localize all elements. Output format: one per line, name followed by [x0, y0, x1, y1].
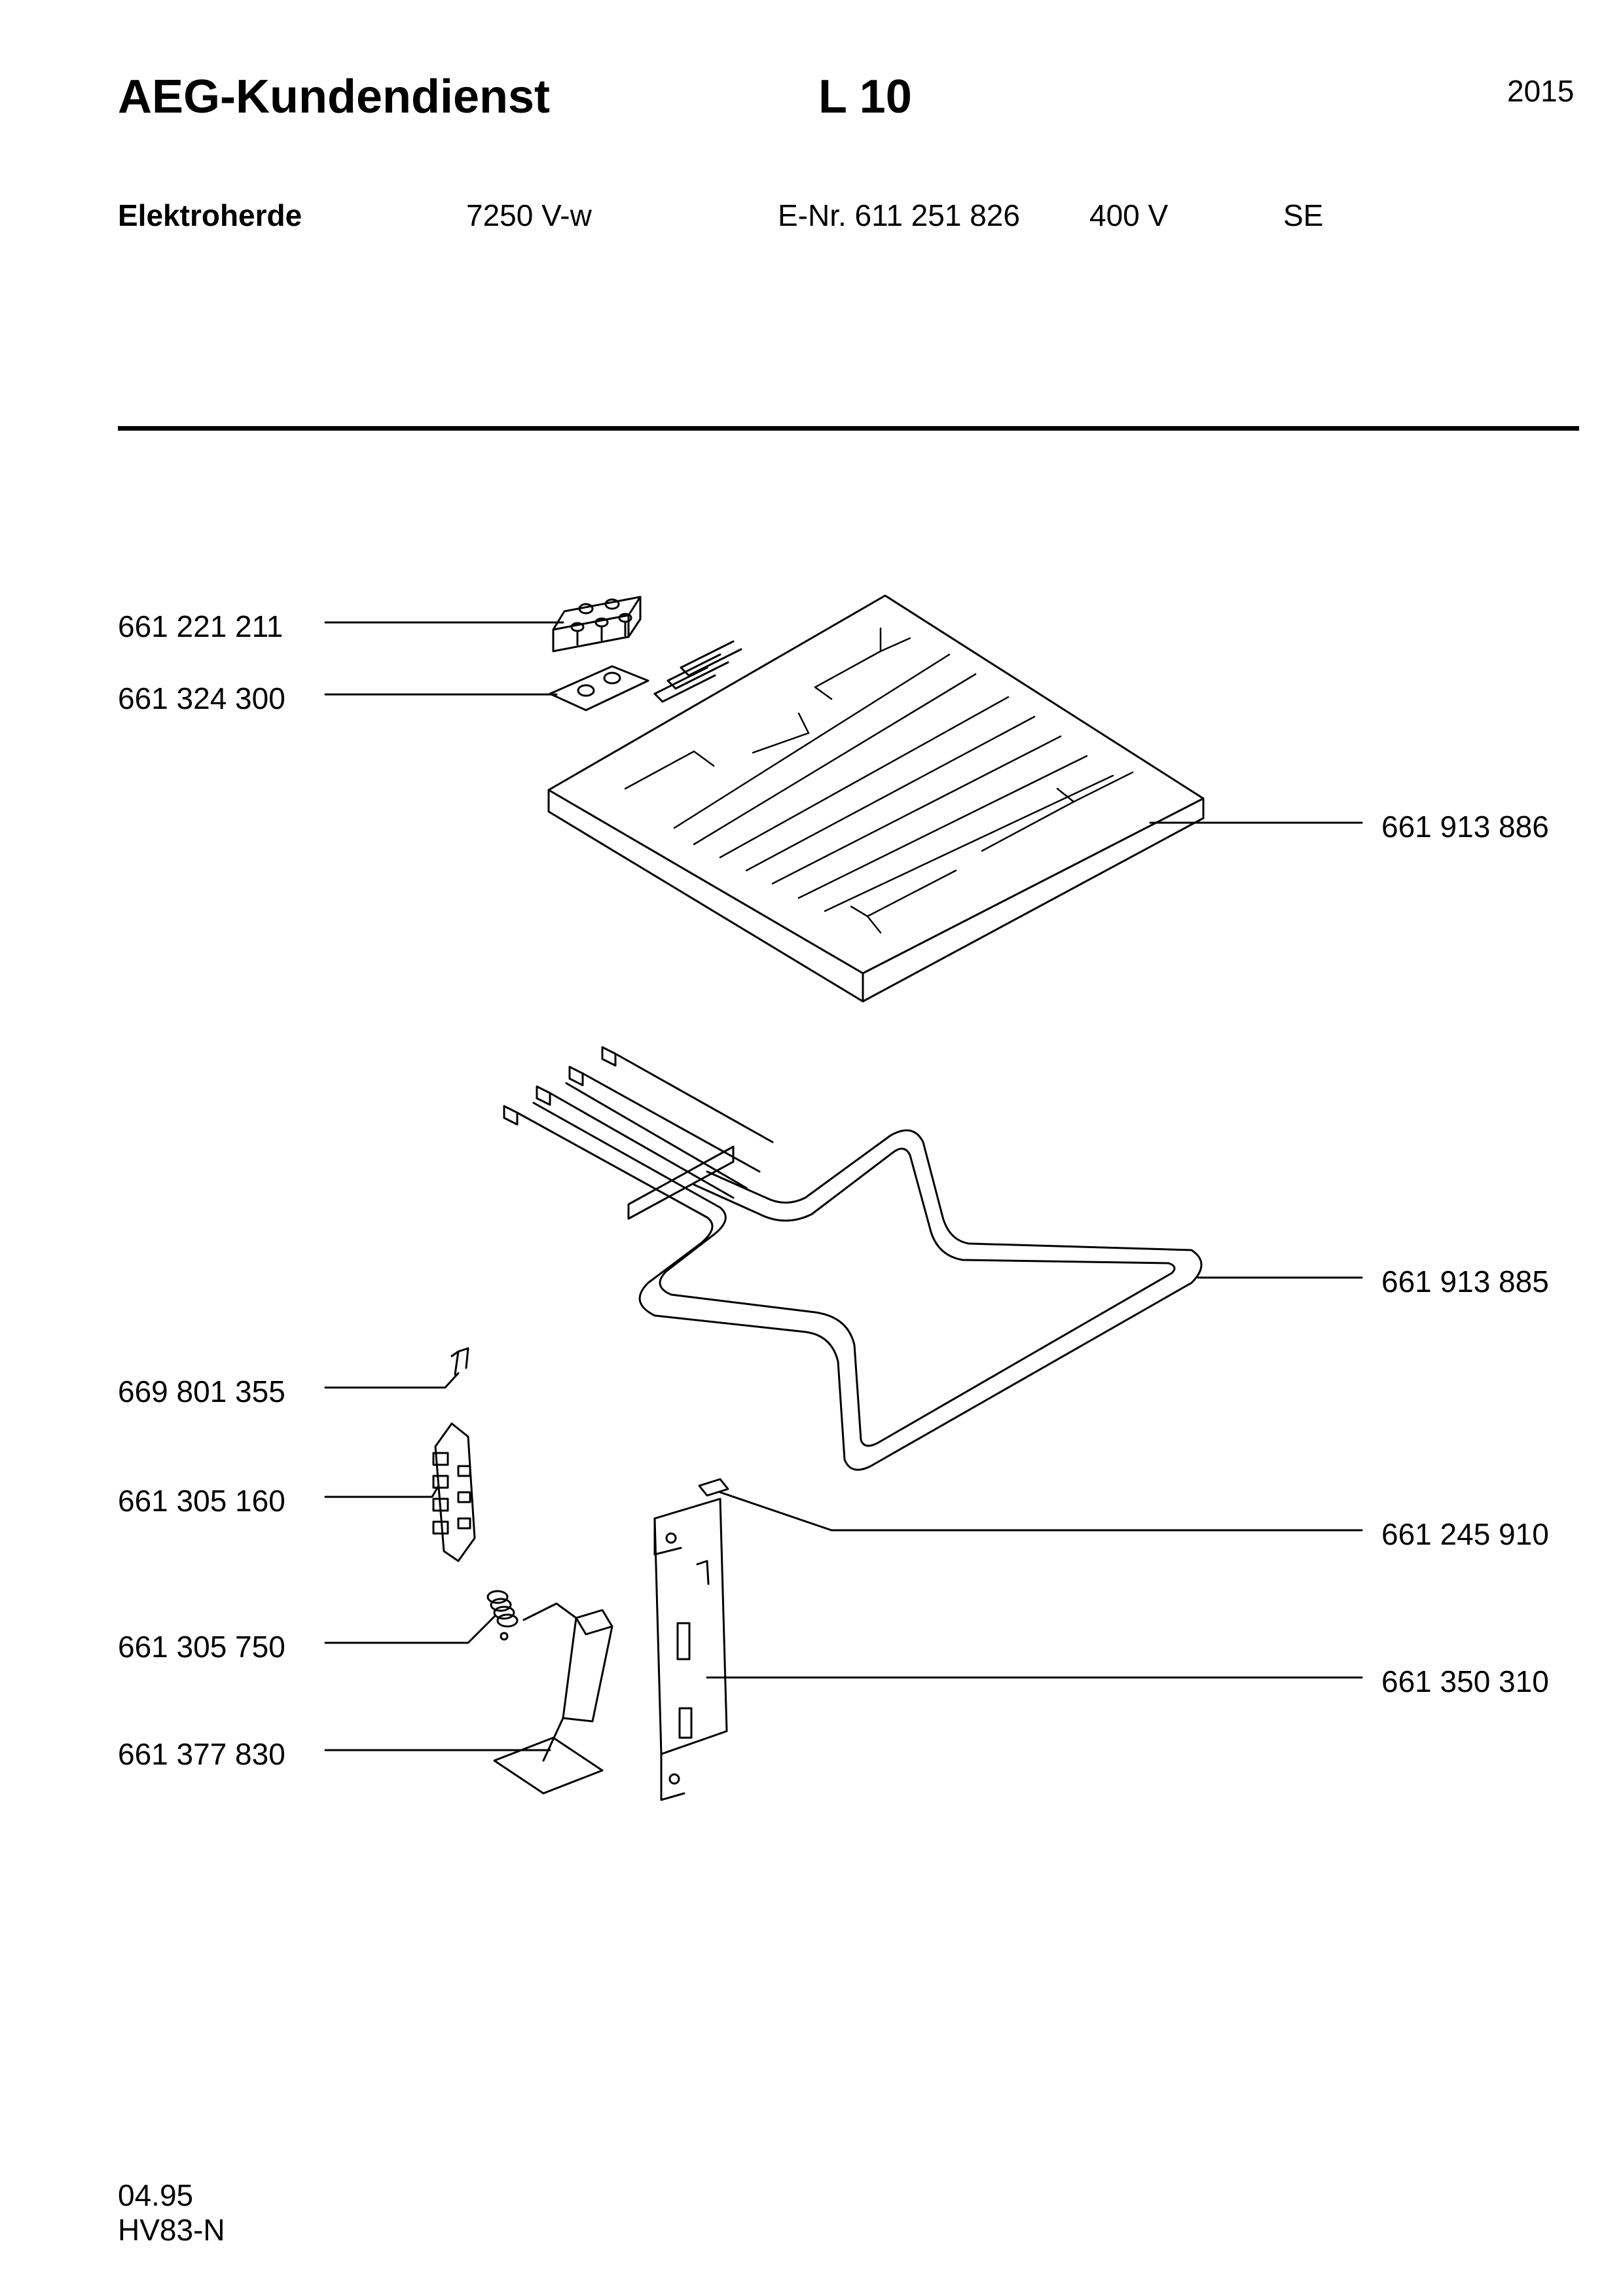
mounting-bracket — [653, 1498, 728, 1801]
e-nr: E-Nr. 611 251 826 — [778, 198, 1020, 232]
spring — [486, 1590, 519, 1641]
part-label-mounting-bracket: 661 350 310 — [1381, 1664, 1549, 1698]
top-heating-plate — [547, 594, 1205, 1003]
footer-code: HV83-N — [118, 2213, 225, 2247]
country-code: SE — [1283, 198, 1324, 232]
connection-pins — [653, 640, 742, 703]
terminal-block — [552, 596, 642, 653]
cable-holder — [432, 1422, 476, 1562]
part-label-terminal-block: 661 221 211 — [118, 609, 283, 643]
part-label-top-heating-plate: 661 913 886 — [1381, 810, 1549, 844]
part-label-support-foot: 661 377 830 — [118, 1737, 285, 1771]
brand-title: AEG-Kundendienst — [118, 71, 550, 123]
part-label-terminal-plate: 661 324 300 — [118, 681, 285, 715]
model-title: L 10 — [818, 71, 912, 123]
footer-date: 04.95 — [118, 2178, 194, 2212]
grill-element — [503, 1046, 1203, 1471]
part-label-clip: 669 801 355 — [118, 1374, 285, 1408]
small-connector — [698, 1478, 729, 1497]
page-number: 2015 — [1507, 74, 1575, 108]
leader-lines — [324, 621, 1363, 1751]
part-label-cable-holder: 661 305 160 — [118, 1484, 285, 1518]
part-label-spring: 661 305 750 — [118, 1630, 285, 1664]
terminal-plate — [549, 665, 649, 711]
model-variant: 7250 V-w — [466, 198, 592, 232]
voltage: 400 V — [1089, 198, 1169, 232]
part-label-grill-element: 661 913 885 — [1381, 1265, 1549, 1299]
part-label-small-connector: 661 245 910 — [1381, 1517, 1549, 1551]
support-foot — [493, 1602, 613, 1795]
category-label: Elektroherde — [118, 198, 302, 232]
clip — [450, 1347, 469, 1376]
header-divider — [118, 426, 1579, 431]
